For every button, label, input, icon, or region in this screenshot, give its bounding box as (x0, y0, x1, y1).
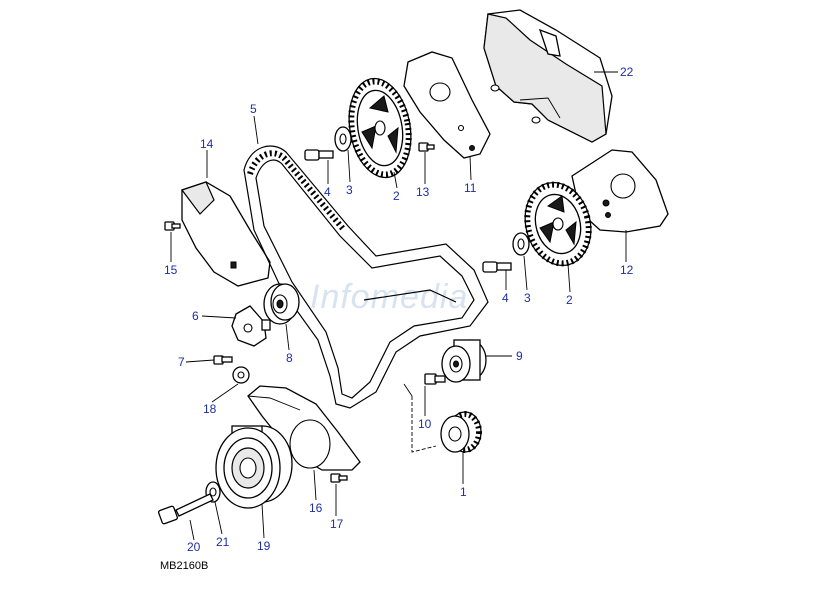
part-3-washer-upper (334, 126, 352, 152)
callout-5: 5 (250, 102, 257, 116)
callout-6: 6 (192, 309, 199, 323)
part-2-camshaft-pulley-upper (348, 77, 412, 179)
callout-4-upper: 4 (324, 185, 331, 199)
part-12-rear-cover-right (571, 149, 669, 233)
callout-13: 13 (416, 185, 430, 199)
part-15-bolt (164, 221, 181, 231)
callout-15: 15 (164, 263, 178, 277)
callout-18: 18 (203, 402, 217, 416)
callout-21: 21 (216, 535, 230, 549)
part-8-tensioner-pulley (263, 283, 300, 325)
callout-17: 17 (330, 517, 344, 531)
part-16-lower-cover (247, 385, 361, 471)
watermark-text: Infomedia (310, 278, 468, 316)
part-7-bolt (213, 355, 233, 365)
callout-20: 20 (187, 540, 201, 554)
part-4-bolt-lower (482, 261, 512, 273)
part-6-tensioner-bracket (231, 305, 271, 347)
callout-14: 14 (200, 137, 214, 151)
part-20-crank-bolt (158, 493, 214, 525)
callout-3-upper: 3 (346, 183, 353, 197)
callout-7: 7 (178, 355, 185, 369)
callout-19: 19 (257, 539, 271, 553)
callout-4-lower: 4 (502, 291, 509, 305)
part-10-bolt (424, 373, 446, 385)
callout-3-lower: 3 (524, 291, 531, 305)
part-1-crankshaft-gear (440, 411, 482, 453)
part-5-timing-belt (243, 145, 489, 409)
callout-9: 9 (516, 349, 523, 363)
part-2-camshaft-pulley-lower (524, 181, 592, 267)
part-14-front-cover-left (181, 181, 271, 287)
callout-8: 8 (286, 351, 293, 365)
part-13-bolt (418, 142, 435, 152)
figure-code: MB2160B (160, 560, 208, 572)
part-11-rear-cover-upper (403, 51, 491, 159)
callout-16: 16 (309, 501, 323, 515)
callout-2-lower: 2 (566, 293, 573, 307)
part-9-idler-pulley (441, 339, 487, 383)
callout-leaders (170, 71, 627, 541)
callout-2-upper: 2 (393, 189, 400, 203)
part-18-washer (232, 366, 250, 384)
part-4-bolt-upper (304, 149, 334, 161)
part-19-crank-damper-pulley (215, 425, 293, 509)
part-22-upper-cover (483, 9, 613, 143)
callout-10: 10 (418, 417, 432, 431)
callout-1: 1 (460, 485, 467, 499)
callout-labels: 22 5 14 4 3 2 13 11 15 12 4 3 2 6 8 7 9 … (164, 65, 634, 554)
part-3-washer-lower (512, 232, 530, 256)
callout-22: 22 (620, 65, 634, 79)
callout-11: 11 (464, 181, 477, 195)
callout-12: 12 (620, 263, 634, 277)
part-17-bolt (330, 473, 348, 483)
